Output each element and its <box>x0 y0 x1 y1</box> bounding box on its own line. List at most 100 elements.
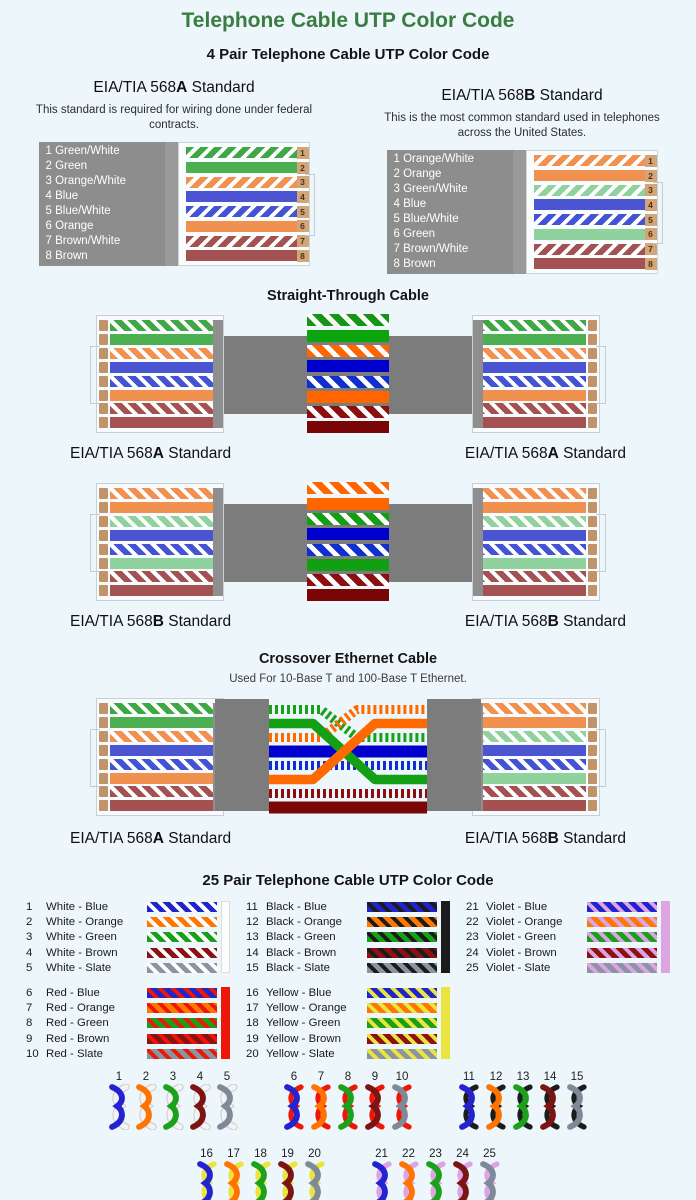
pair-wire-swatch <box>147 917 217 928</box>
pair-label: Red - Blue <box>46 986 100 999</box>
twisted-pair-number: 20 <box>308 1148 321 1161</box>
connector-latch <box>90 346 100 405</box>
connector-row <box>97 417 223 429</box>
pin-contact <box>99 800 108 812</box>
connector-row <box>97 744 223 756</box>
connector-row <box>473 786 599 798</box>
pair-wire-swatch <box>147 1048 217 1059</box>
twisted-pair-icon <box>304 1161 325 1200</box>
exposed-wire <box>307 558 389 571</box>
wire-pin-4 <box>185 191 297 203</box>
wire-label: 6 Green <box>393 228 436 241</box>
pin-contact <box>588 320 597 332</box>
pin-number-badge: 6 <box>296 220 309 233</box>
label-prefix: EIA/TIA 568 <box>70 830 153 848</box>
connector-latch <box>596 729 606 788</box>
pin-contact <box>99 361 108 373</box>
section-25pair-title: 25 Pair Telephone Cable UTP Color Code <box>202 872 494 890</box>
pin-contact <box>588 516 597 528</box>
pin-number-badge: 6 <box>644 228 657 241</box>
connector-row <box>473 516 599 528</box>
exposed-wire <box>307 421 389 434</box>
pin-number-badge: 7 <box>296 235 309 248</box>
connector-row <box>473 585 599 597</box>
pair-number: 2 <box>26 916 33 929</box>
pair-label: Yellow - Blue <box>266 986 332 999</box>
twisted-pair-icon <box>284 1084 304 1131</box>
crossover-title: Crossover Ethernet Cable <box>258 651 438 668</box>
twisted-pair-icon <box>365 1084 385 1131</box>
twisted-pair-icon <box>540 1084 560 1131</box>
twisted-pair: 14 <box>537 1071 564 1135</box>
twisted-pair: 5 <box>214 1071 241 1135</box>
wire-pin-1 <box>185 147 297 159</box>
rj45-connector-right <box>472 483 606 602</box>
twisted-pair-number: 12 <box>489 1071 503 1084</box>
twisted-pair-number: 5 <box>223 1071 231 1084</box>
connector-row <box>473 529 599 541</box>
wire-pin-2 <box>185 162 297 174</box>
pin-contact <box>99 348 108 360</box>
pair-wire-swatch <box>367 1018 437 1029</box>
connector-wire <box>110 543 219 555</box>
twisted-pair-number: 22 <box>402 1148 415 1161</box>
connector-wire <box>477 571 586 583</box>
pair-number: 25 <box>466 961 479 974</box>
pin-contact <box>99 758 108 770</box>
pin-contact <box>99 557 108 569</box>
pin-number-badge: 1 <box>296 146 309 159</box>
twisted-pair-icon <box>338 1084 358 1131</box>
connector-wire <box>110 417 219 429</box>
connector-wire <box>110 361 219 373</box>
twisted-pair-number: 4 <box>196 1071 204 1084</box>
connector-row <box>473 543 599 555</box>
pin-contact <box>588 758 597 770</box>
connector-row <box>97 502 223 514</box>
connector-row <box>97 703 223 715</box>
cable-sheath-strip <box>164 142 178 267</box>
twisted-pair: 10 <box>389 1071 416 1135</box>
wire-pin-7 <box>533 243 645 255</box>
connector-wire <box>110 703 219 715</box>
binder-color-bar <box>221 901 230 974</box>
connector-row <box>97 758 223 770</box>
connector-row <box>97 334 223 346</box>
twisted-pair-number: 16 <box>200 1148 213 1161</box>
twisted-pair-icon <box>190 1083 211 1131</box>
pair-number: 21 <box>466 900 479 913</box>
twisted-pair: 17 <box>220 1148 247 1200</box>
standard-label-left: EIA/TIA 568B Standard <box>70 613 231 631</box>
exposed-wire <box>307 574 389 587</box>
connector-wire <box>477 717 586 729</box>
pair-number: 8 <box>26 1017 33 1030</box>
pair-wire-swatch <box>147 901 217 912</box>
pair-wire-swatch <box>147 1018 217 1029</box>
wire-label: 1 Green/White <box>45 145 120 158</box>
standard-label-right: EIA/TIA 568A Standard <box>465 445 626 463</box>
pair-label: Black - Orange <box>266 916 342 929</box>
connector-wire <box>110 375 219 387</box>
pin-contact <box>99 516 108 528</box>
connector-wire <box>110 320 219 332</box>
wire-label: 4 Blue <box>393 198 427 211</box>
twisted-pair-icon <box>425 1161 446 1200</box>
wire-row: 5 <box>533 213 657 226</box>
pin-contact <box>99 334 108 346</box>
twisted-pair-number: 9 <box>371 1071 379 1084</box>
connector-wire <box>110 731 219 743</box>
connector-latch <box>304 174 315 237</box>
exposed-wires <box>307 482 389 602</box>
connector-row <box>473 403 599 415</box>
